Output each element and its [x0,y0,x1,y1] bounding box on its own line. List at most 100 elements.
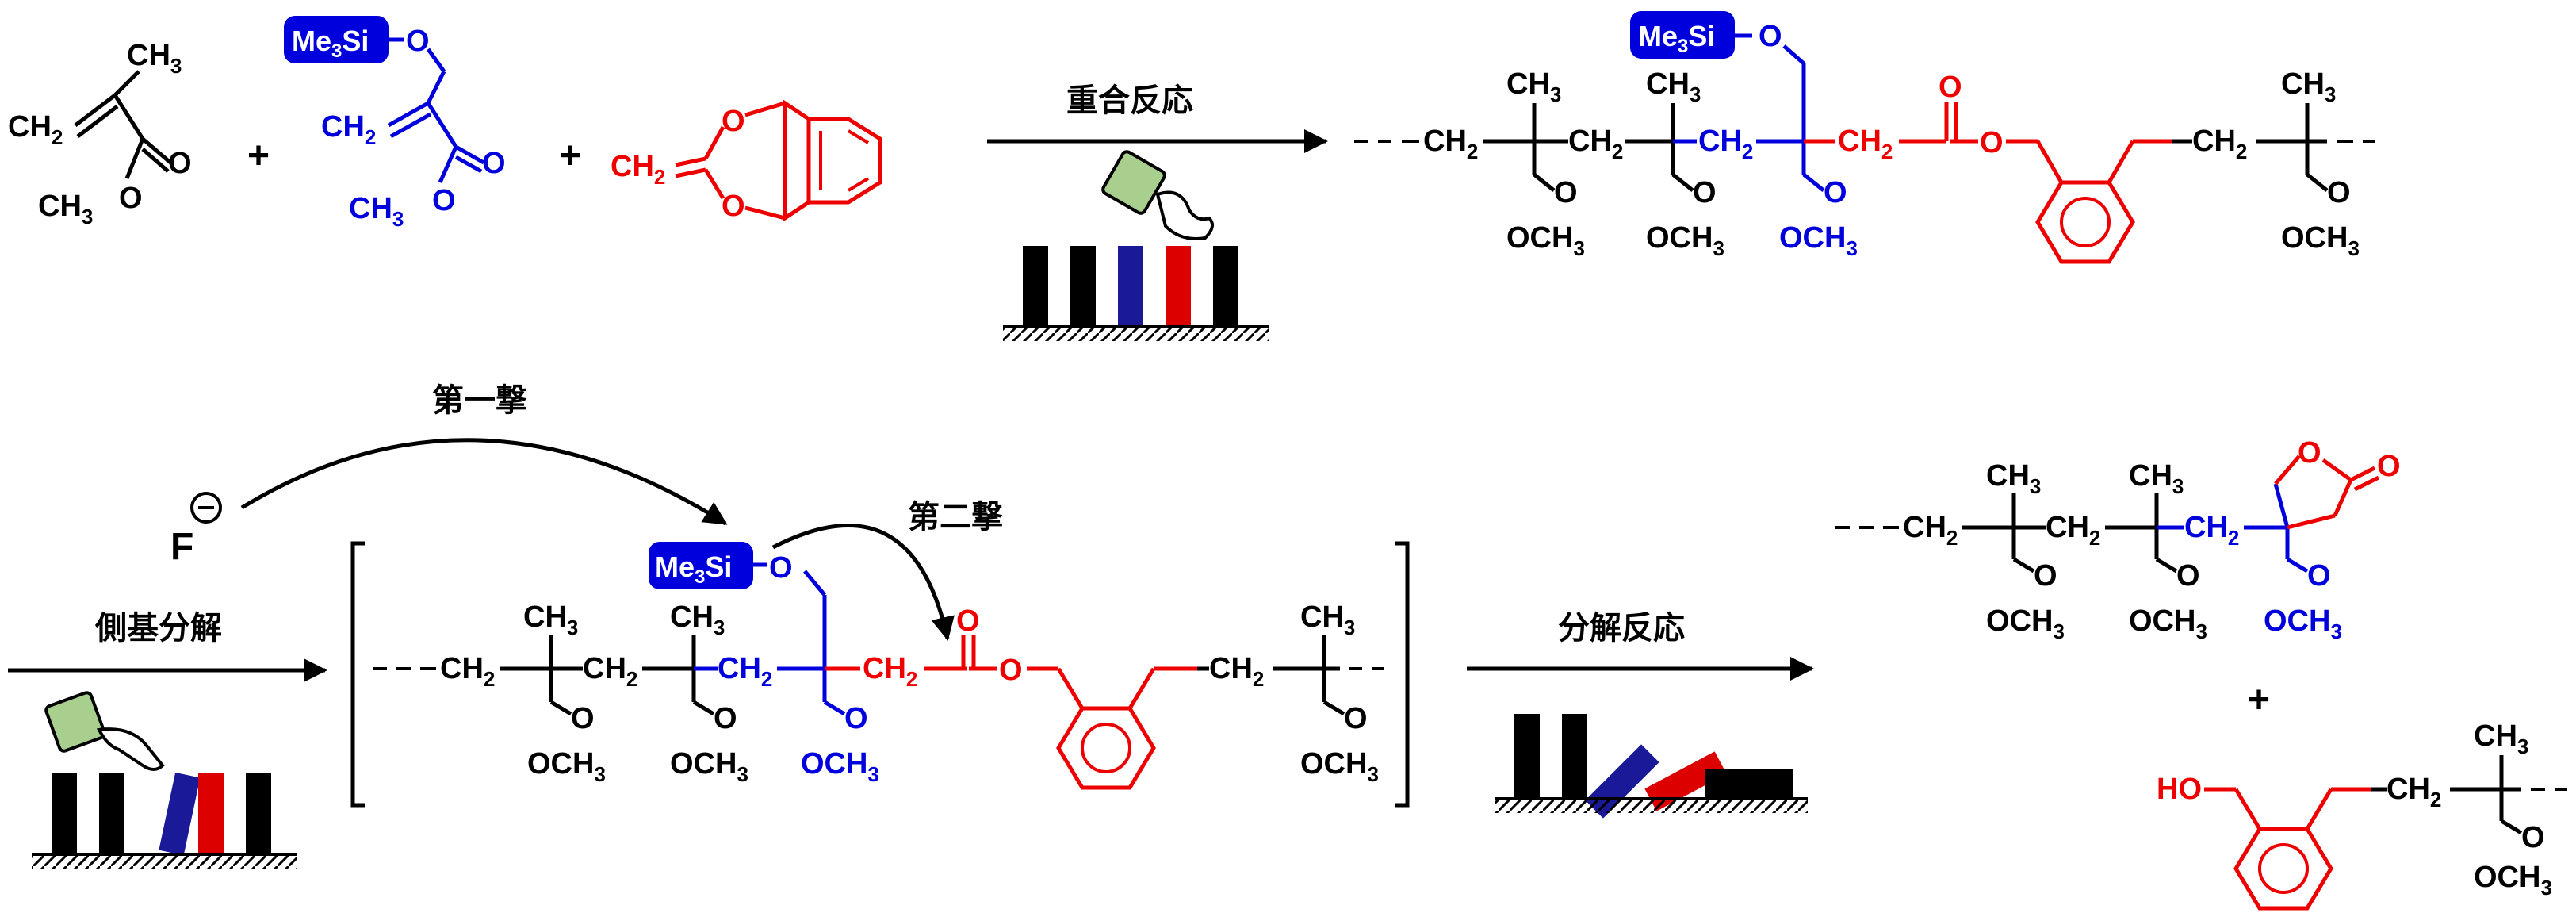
svg-text:CH2: CH2 [1698,125,1753,163]
svg-text:CH2: CH2 [1838,125,1893,163]
svg-text:CH3: CH3 [1506,67,1561,106]
cyclic-ketene-acetal: CH2 O O [611,99,882,223]
svg-text:O: O [1693,176,1717,209]
svg-text:O: O [714,702,737,735]
middle-polymer-red: CH2 O O [825,604,1197,790]
svg-text:OCH3: OCH3 [2474,861,2552,900]
svg-text:F: F [170,526,193,568]
svg-text:CH2: CH2 [583,652,637,691]
top-polymer-end: CH2 CH3 O OCH3 [2172,67,2375,260]
side-chain-cleavage-label: 側基分解 [94,611,222,646]
svg-text:O: O [2307,559,2331,593]
svg-text:CH2: CH2 [2192,125,2247,163]
svg-text:O: O [432,184,456,217]
bars-fallen-illustration [1495,714,1808,819]
second-strike-arrow [771,524,955,641]
svg-text:O: O [2377,450,2401,483]
svg-text:O: O [1344,702,1368,735]
lactone-ring-red: O O [2274,436,2401,530]
svg-text:CH3: CH3 [523,600,578,639]
bars-struck-illustration [32,772,297,869]
svg-text:CH3: CH3 [127,39,182,78]
svg-text:O: O [2521,821,2545,854]
svg-text:O: O [482,147,506,180]
svg-text:CH3: CH3 [2474,719,2528,758]
svg-text:CH3: CH3 [2281,67,2336,106]
svg-text:OCH3: OCH3 [1300,747,1379,786]
svg-text:CH2: CH2 [611,150,665,189]
svg-text:OCH3: OCH3 [801,747,879,786]
lactone-polymer-black: CH2 CH3 O OCH3 CH2 CH3 O OCH3 [1835,459,2207,643]
svg-text:O: O [1759,20,1782,53]
svg-text:O: O [1980,126,2004,159]
hand-grip-icon [1101,150,1214,240]
svg-text:CH3: CH3 [1646,67,1701,106]
right-bracket [1395,541,1410,808]
svg-text:CH2: CH2 [1209,652,1264,691]
svg-text:OCH3: OCH3 [1779,221,1858,260]
plus-sign-3: + [2248,679,2270,721]
first-strike-label: 第一撃 [432,383,527,418]
svg-text:CH2: CH2 [2184,511,2239,550]
svg-text:OCH3: OCH3 [2264,604,2342,643]
svg-text:CH2: CH2 [863,652,917,691]
svg-text:O: O [119,182,143,215]
svg-text:OCH3: OCH3 [2281,221,2360,260]
svg-text:O: O [168,147,192,180]
svg-text:OCH3: OCH3 [1646,221,1724,260]
svg-text:OCH3: OCH3 [527,747,606,786]
hand-push-icon [44,691,165,771]
svg-text:CH2: CH2 [2387,773,2441,811]
top-polymer-red: CH2 O O [1804,71,2172,264]
svg-text:O: O [2176,559,2200,593]
svg-text:CH2: CH2 [718,652,772,691]
plus-sign-2: + [559,135,581,177]
middle-polymer-blue: CH2 O Me3Si O OCH3 [649,542,879,786]
svg-text:CH2: CH2 [8,110,63,149]
svg-text:Me3Si: Me3Si [292,25,369,62]
silyl-monomer: Me3Si O CH2 O CH3 O [284,16,506,231]
svg-text:O: O [1554,176,1578,209]
svg-text:O: O [769,551,793,585]
degradation-label: 分解反応 [1558,611,1685,646]
svg-text:Me3Si: Me3Si [1638,20,1715,57]
mma-monomer: CH2 CH3 O CH3 O [8,39,192,228]
middle-polymer-black: CH2 CH3 O OCH3 CH2 CH3 O OCH3 [373,600,748,786]
svg-text:O: O [571,702,595,735]
second-strike-label: 第二撃 [908,500,1003,535]
svg-text:OCH3: OCH3 [1986,604,2065,643]
svg-text:O: O [999,654,1023,687]
bars-intact-illustration [1003,246,1269,341]
middle-polymer-end: CH2 CH3 O OCH3 [1197,600,1384,786]
svg-text:O: O [2298,436,2321,470]
lactone-polymer-blue: CH2 O OCH3 [2157,483,2342,643]
svg-text:CH3: CH3 [1300,600,1355,639]
svg-text:O: O [1824,176,1847,209]
svg-text:OCH3: OCH3 [1506,221,1585,260]
top-polymer-black: CH2 CH3 O OCH3 CH2 CH3 O OCH3 [1354,67,1724,260]
left-bracket [350,541,365,808]
benzyl-alcohol-end: CH2 CH3 O OCH3 [2371,719,2567,900]
svg-text:O: O [2327,176,2351,209]
svg-text:CH2: CH2 [440,652,495,691]
top-polymer-blue: CH2 O Me3Si O OCH3 [1630,11,1858,260]
plus-sign-1: + [247,135,270,177]
svg-text:O: O [1939,71,1962,104]
polymerization-label: 重合反応 [1066,83,1193,118]
svg-text:O: O [2034,559,2057,593]
svg-text:O: O [722,105,745,138]
svg-text:OCH3: OCH3 [670,747,748,786]
svg-text:CH3: CH3 [349,192,404,231]
svg-text:O: O [406,25,430,58]
svg-text:Me3Si: Me3Si [655,550,732,588]
svg-text:CH2: CH2 [2046,511,2100,550]
svg-text:HO: HO [2157,773,2202,806]
svg-text:CH2: CH2 [1903,511,1958,550]
svg-text:O: O [844,702,868,735]
svg-text:CH2: CH2 [1423,125,1478,163]
svg-text:OCH3: OCH3 [2129,604,2207,643]
svg-text:O: O [722,190,745,223]
first-strike-arrow [240,438,728,526]
svg-text:CH2: CH2 [1568,125,1623,163]
